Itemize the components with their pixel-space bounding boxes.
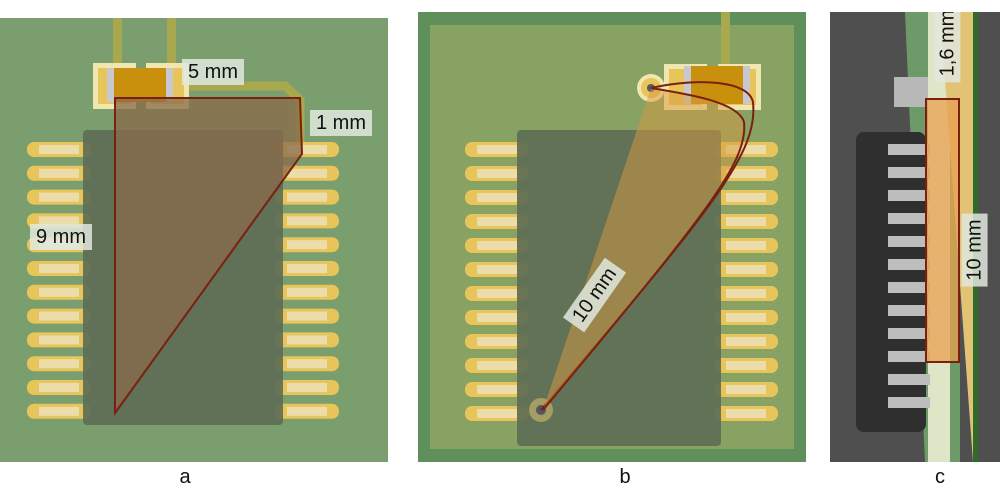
ic-pin-lead	[477, 265, 517, 274]
ic-pin-lead	[287, 406, 327, 416]
ic-pin-lead	[39, 192, 79, 202]
ic-pin-lead	[287, 192, 327, 202]
caption-c: c	[935, 466, 945, 488]
ic-pin-lead	[726, 241, 766, 250]
ic-pin-lead	[726, 409, 766, 418]
loop-area	[114, 97, 304, 417]
ic-pin	[888, 282, 930, 293]
ic-pin-lead	[726, 265, 766, 274]
trace	[113, 18, 122, 78]
ic-pin-lead	[287, 145, 327, 154]
ic-pin-lead	[287, 335, 327, 345]
ic-pin-lead	[39, 287, 79, 297]
ic-pin-lead	[477, 409, 517, 418]
ic-pin-lead	[39, 311, 79, 321]
caption-b: b	[619, 466, 631, 488]
ic-pin	[888, 305, 930, 316]
ic-pin-lead	[726, 337, 766, 346]
capacitor-side	[894, 77, 928, 107]
ic-pin-lead	[287, 383, 327, 392]
ic-pin-lead	[287, 311, 327, 321]
label-1mm: 1 mm	[310, 110, 372, 136]
ic-pin-lead	[726, 169, 766, 178]
label-10mm-side: 10 mm	[961, 213, 988, 287]
panel-a: 5 mm 1 mm 9 mm	[0, 18, 388, 462]
ic-pin-lead	[39, 168, 79, 178]
ic-pin-lead	[287, 216, 327, 226]
ic-pin	[888, 144, 930, 155]
cap-terminal	[107, 68, 114, 102]
ic-pin-lead	[39, 335, 79, 345]
ic-pin-lead	[287, 264, 327, 273]
ic-pin-lead	[39, 359, 79, 369]
ic-pin-lead	[477, 217, 517, 226]
ic-pin-lead	[287, 287, 327, 297]
panel-a-drawing	[27, 18, 339, 425]
trace	[167, 18, 176, 78]
ic-pin-lead	[477, 361, 517, 370]
ic-pin-lead	[726, 313, 766, 322]
ic-pins	[888, 144, 930, 408]
ic-pin-lead	[39, 383, 79, 392]
ic-pin	[888, 213, 930, 224]
trace	[721, 12, 730, 67]
ic-pin-lead	[477, 169, 517, 178]
cap-terminal	[684, 66, 691, 104]
ic-pin-lead	[39, 406, 79, 416]
ic-pin-lead	[726, 145, 766, 154]
label-1-6mm: 1,6 mm	[934, 12, 961, 83]
panel-b-drawing	[430, 12, 794, 449]
label-5mm: 5 mm	[182, 59, 244, 85]
ic-pins	[27, 142, 339, 419]
ic-pin	[888, 167, 930, 178]
ic-pin-lead	[726, 217, 766, 226]
loop-path	[542, 87, 746, 411]
ic-pin-lead	[477, 313, 517, 322]
ic-pin-lead	[477, 337, 517, 346]
ic-pin	[888, 328, 930, 339]
capacitor	[107, 68, 173, 102]
cap-terminal	[166, 68, 173, 102]
ic-pin-lead	[726, 193, 766, 202]
ic-pin-lead	[287, 168, 327, 178]
ic-pin-lead	[477, 145, 517, 154]
ic-pin	[888, 190, 930, 201]
ic-pin-lead	[477, 241, 517, 250]
ic-pin-lead	[477, 289, 517, 298]
ic-pin-lead	[287, 359, 327, 369]
ic-pin	[888, 259, 930, 270]
panel-b: 10 mm	[418, 12, 806, 462]
ic-pin-lead	[477, 385, 517, 394]
ic-pin	[888, 374, 930, 385]
loop-area-side	[925, 98, 960, 363]
ic-pin-lead	[726, 385, 766, 394]
ic-pin-lead	[726, 361, 766, 370]
ic-pin-lead	[287, 240, 327, 250]
ic-pin-lead	[477, 193, 517, 202]
ic-pin-lead	[726, 289, 766, 298]
cap-terminal	[743, 66, 750, 104]
ic-pin-lead	[39, 264, 79, 273]
ic-pin-lead	[39, 216, 79, 226]
ic-pins	[465, 142, 778, 421]
panel-c: 1,6 mm 10 mm	[830, 12, 1000, 462]
caption-a: a	[179, 466, 191, 488]
ic-pin	[888, 236, 930, 247]
ic-pin	[888, 397, 930, 408]
ic-pin-lead	[39, 145, 79, 154]
label-9mm: 9 mm	[30, 224, 92, 250]
ic-pin	[888, 351, 930, 362]
